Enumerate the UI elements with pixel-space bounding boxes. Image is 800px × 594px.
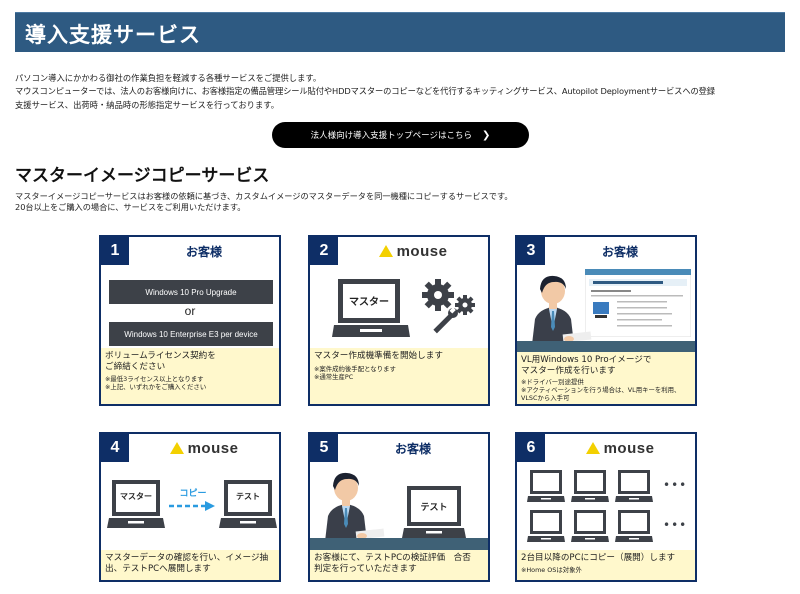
test-laptop-label: テスト [236,492,260,501]
actor-customer-label: お客様 [394,441,431,456]
page-title: 導入支援サービス [25,23,201,47]
or-label: or [184,304,196,318]
test-laptop-icon [219,480,277,528]
vlsc-website-screenshot [585,269,691,337]
caption-note: ※ドライバー別途提供 [521,378,584,386]
step-number-badge: 5 [310,434,338,462]
test-laptop-icon [402,486,466,538]
caption-note: ※アクティベーションを行う場合は、VL用キーを利用、 [521,386,681,394]
caption-note: ※最低3ライセンス以上となります [105,375,204,383]
caption-line: マスター作成機準備を開始します [314,351,443,361]
caption-line: マスター作成を行います [521,365,616,376]
caption-main: VL用Windows 10 Proイメージで マスター作成を行います [521,355,691,376]
mouse-wordmark: mouse [396,242,448,260]
master-laptop-label: マスター [120,492,152,501]
caption-line: 2台目以降のPCにコピー（展開）します [521,553,676,563]
section-desc-line: マスターイメージコピーサービスはお客様の依頼に基づき、カスタムイメージのマスター… [15,191,513,201]
step-card-3: 3 お客様 VL用Windows 10 Proイメージで マスター作成を行います [515,235,697,406]
mouse-triangle-icon [378,245,393,257]
section-desc-line: 20台以上をご購入の場合に、サービスをご利用いただけます。 [15,201,246,212]
step-caption: ボリュームライセンス契約を ご締結ください ※最低3ライセンス以上となります ※… [101,348,279,404]
dashed-arrow-icon [169,501,215,511]
page-header-bar: 導入支援サービス [15,12,785,52]
master-laptop-icon [107,480,165,528]
copy-arrow-label: コピー [179,489,207,499]
step-actor: お客様 [129,237,279,265]
caption-note: ※案件成約後手配となります [314,364,396,373]
caption-note: ※Home OSは対象外 [521,565,582,574]
caption-notes: ※最低3ライセンス以上となります ※上記、いずれかをご購入ください [105,375,275,391]
caption-main: 2台目以降のPCにコピー（展開）します [521,553,691,564]
step-number-badge: 2 [310,237,338,265]
caption-notes: ※Home OSは対象外 [521,566,691,574]
step-caption: お客様にて、テストPCの検証評価 合否 判定を行っていただきます [310,550,488,580]
actor-customer-label: お客様 [601,244,638,259]
desk-surface [517,341,695,353]
step-number-badge: 6 [517,434,545,462]
mouse-logo: mouse [169,439,239,457]
more-ellipsis: ••• [663,518,688,532]
intro-line: マウスコンピューターでは、法人のお客様向けに、お客様指定の備品管理シール貼付やH… [15,86,715,97]
mouse-triangle-icon [585,442,600,454]
step-number-badge: 3 [517,237,545,265]
section-description: マスターイメージコピーサービスはお客様の依頼に基づき、カスタムイメージのマスター… [15,191,795,212]
caption-main: マスターデータの確認を行い、イメージ抽 出、テストPCへ展開します [105,553,275,574]
top-button-label: 法人様向け導入支援トップページはこちら [310,131,472,141]
step-caption: マスター作成機準備を開始します ※案件成約後手配となります ※通常生産PC [310,348,488,404]
intro-text: パソコン導入にかかわる御社の作業負担を軽減する各種サービスをご提供します。 マウ… [15,72,790,112]
mouse-wordmark: mouse [187,439,239,457]
caption-line: マスターデータの確認を行い、イメージ抽 [105,553,269,563]
caption-notes: ※ドライバー別途提供 ※アクティベーションを行う場合は、VL用キーを利用、 VL… [521,378,691,402]
gear-wrench-icon [422,279,475,334]
caption-line: 出、テストPCへ展開します [105,563,211,574]
step-actor: mouse [338,237,488,265]
license-option-box: Windows 10 Pro Upgrade [109,280,273,304]
license-option-box: Windows 10 Enterprise E3 per device [109,322,273,346]
caption-line: 判定を行っていただきます [314,563,417,574]
step-actor: mouse [129,434,279,462]
step-actor: mouse [545,434,695,462]
mouse-logo: mouse [585,439,655,457]
step-card-2: 2 mouse マスター マ [308,235,490,406]
caption-note: ※通常生産PC [314,372,354,381]
chevron-right-icon: ❯ [481,129,491,141]
laptop-icon [332,279,410,337]
mouse-logo: mouse [378,242,448,260]
more-ellipsis: ••• [663,478,688,492]
intro-line: パソコン導入にかかわる御社の作業負担を軽減する各種サービスをご提供します。 [15,73,322,83]
step-card-4: 4 mouse マスター コピー テスト マスターデータの確認を行い、イメージ抽… [99,432,281,582]
caption-main: ボリュームライセンス契約を ご締結ください [105,351,275,372]
step-number-badge: 1 [101,237,129,265]
caption-line: VL用Windows 10 Proイメージで [521,355,652,365]
test-laptop-label: テスト [420,503,448,513]
caption-main: お客様にて、テストPCの検証評価 合否 判定を行っていただきます [314,553,484,574]
laptop-screen-label: マスター [349,297,389,308]
mouse-wordmark: mouse [603,439,655,457]
caption-line: ボリュームライセンス契約を [105,351,216,361]
caption-note: VLSCから入手可 [521,394,570,402]
caption-line: ご締結ください [105,361,166,372]
step-caption: VL用Windows 10 Proイメージで マスター作成を行います ※ドライバ… [517,352,695,404]
caption-main: マスター作成機準備を開始します [314,351,484,362]
step-card-1: 1 お客様 Windows 10 Pro Upgrade or Windows … [99,235,281,406]
step-caption: 2台目以降のPCにコピー（展開）します ※Home OSは対象外 [517,550,695,580]
caption-line: お客様にて、テストPCの検証評価 合否 [314,553,471,563]
step-actor: お客様 [338,434,488,462]
step-actor: お客様 [545,237,695,265]
mouse-triangle-icon [169,442,184,454]
desk-surface [310,538,488,550]
section-title: マスターイメージコピーサービス [15,166,270,186]
step-card-5: 5 お客様 テスト お客様にて、テストPCの検証評価 合否 判定を行っていただき… [308,432,490,582]
corporate-support-top-link-button[interactable]: 法人様向け導入支援トップページはこちら ❯ [272,122,529,148]
actor-customer-label: お客様 [185,244,222,259]
step-card-6: 6 mouse ••• ••• 2台目以降のPCにコピー（展開）します ※Hom… [515,432,697,582]
step-caption: マスターデータの確認を行い、イメージ抽 出、テストPCへ展開します [101,550,279,580]
intro-line: 支援サービス、出荷時・納品時の形態指定サービスを行っております。 [15,99,280,110]
caption-notes: ※案件成約後手配となります ※通常生産PC [314,365,484,381]
step-number-badge: 4 [101,434,129,462]
caption-note: ※上記、いずれかをご購入ください [105,383,207,391]
